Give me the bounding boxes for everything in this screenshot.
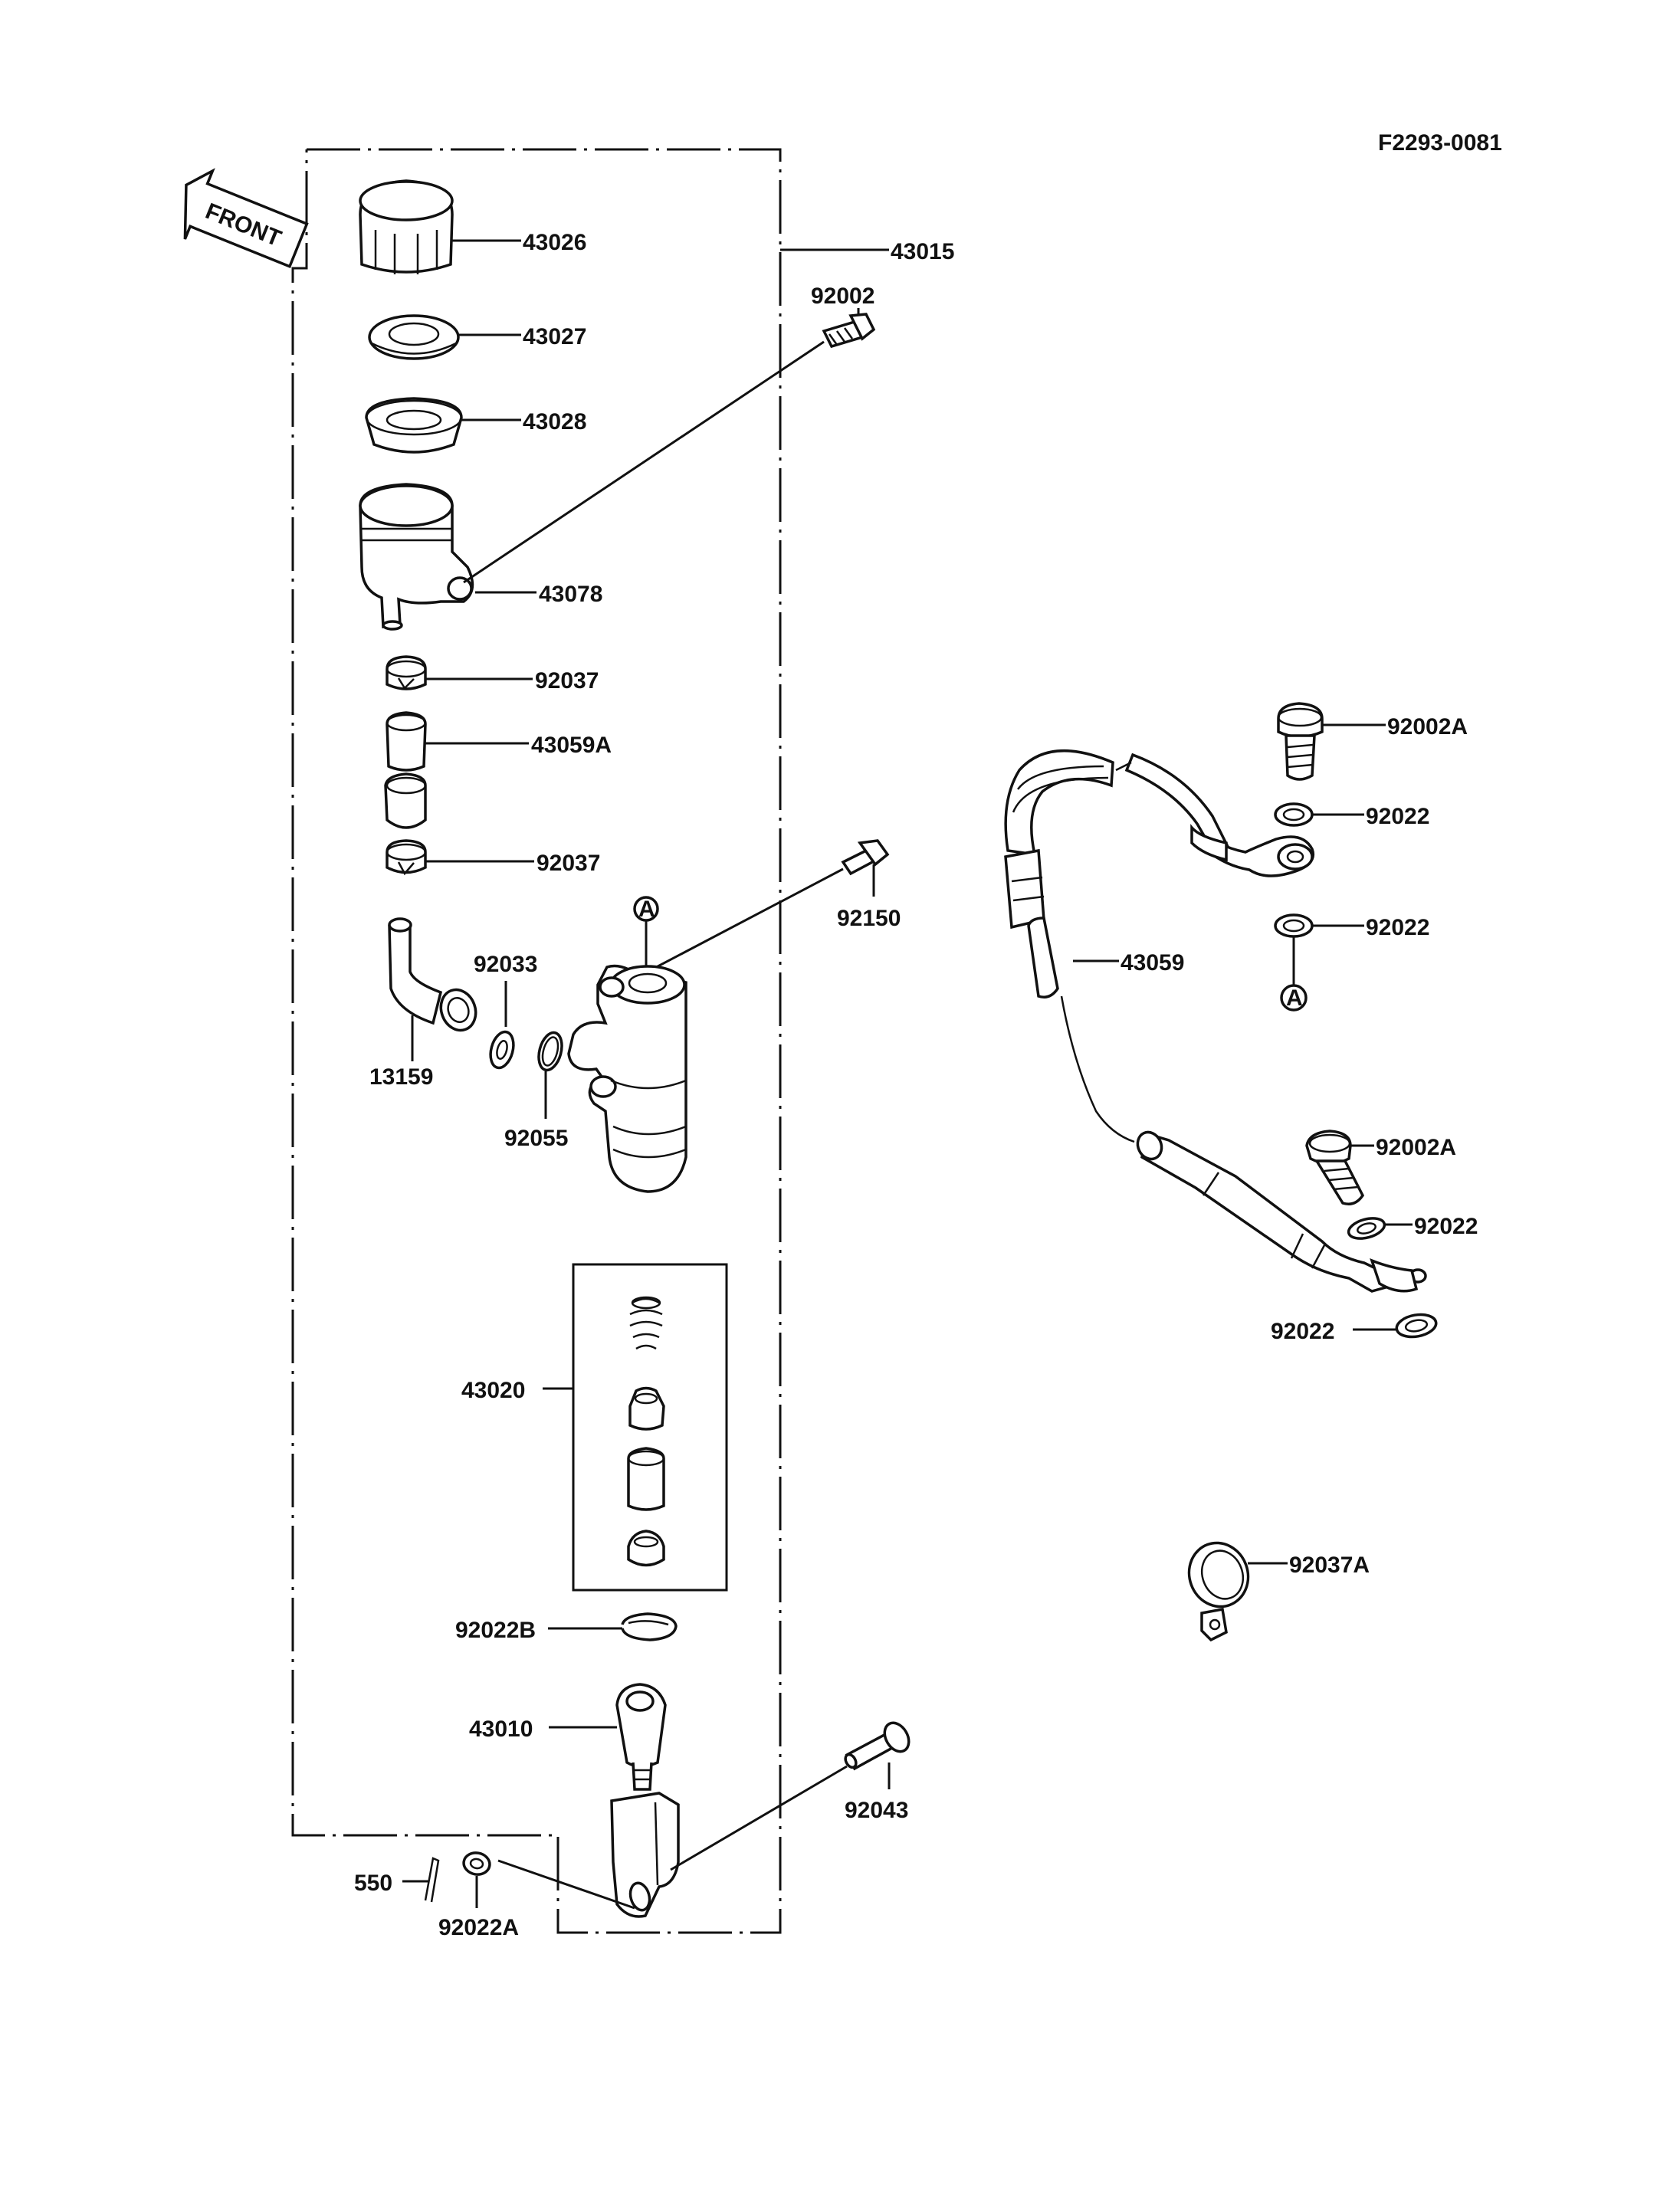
piston (627, 1447, 665, 1511)
label-92022-2: 92022 (1366, 915, 1429, 940)
front-arrow-icon: FRONT (183, 168, 309, 269)
cylinder-body (567, 964, 687, 1193)
diaphragm-43028 (365, 397, 463, 454)
label-43010: 43010 (469, 1717, 533, 1742)
banjo-bolt-92002A-lower (1305, 1130, 1365, 1205)
piston-kit-box (572, 1263, 728, 1592)
label-92022A: 92022A (438, 1915, 519, 1940)
label-92022-3: 92022 (1414, 1214, 1478, 1239)
label-92055: 92055 (504, 1126, 568, 1151)
brake-hose-43059 (1004, 749, 1427, 1293)
reservoir-43078 (359, 483, 474, 631)
label-43015: 43015 (891, 239, 954, 264)
bolt-92002 (822, 313, 876, 349)
circlip-92022B (621, 1612, 678, 1641)
cotter-pin-550 (424, 1857, 440, 1903)
label-92037A: 92037A (1289, 1553, 1370, 1578)
label-92037-lower: 92037 (536, 851, 600, 876)
label-92002A-lower: 92002A (1376, 1135, 1456, 1160)
clamp-92037-lower (386, 839, 427, 876)
washer-92022-3 (1347, 1217, 1386, 1240)
o-ring-92055 (537, 1031, 563, 1072)
clamp-92037-upper (386, 655, 427, 690)
label-43027: 43027 (523, 324, 586, 349)
label-92033: 92033 (474, 952, 537, 977)
reservoir-cap-43026 (359, 179, 454, 274)
secondary-cup (627, 1530, 665, 1567)
svg-text:A: A (638, 897, 655, 922)
label-550: 550 (354, 1871, 392, 1896)
clamp-92037A (1187, 1541, 1250, 1642)
pin-92043 (844, 1721, 911, 1771)
label-92043: 92043 (845, 1798, 908, 1823)
label-92022-1: 92022 (1366, 804, 1429, 829)
label-43059A: 43059A (531, 733, 612, 758)
hose-43059A (384, 711, 427, 829)
label-92150: 92150 (837, 906, 901, 931)
washer-92022-4 (1395, 1313, 1438, 1339)
fitting-13159 (388, 917, 477, 1032)
svg-text:A: A (1286, 985, 1303, 1011)
label-92002: 92002 (811, 284, 874, 309)
plate-43027 (368, 314, 460, 360)
label-43026: 43026 (523, 230, 586, 255)
label-92037-upper: 92037 (535, 668, 599, 694)
label-43020: 43020 (461, 1378, 525, 1403)
banjo-bolt-92002A-upper (1277, 702, 1324, 781)
washer-92022A (462, 1851, 491, 1876)
label-92022B: 92022B (455, 1618, 536, 1643)
reference-marker-a-left: A (633, 896, 659, 922)
label-92002A-upper: 92002A (1387, 714, 1468, 739)
label-43028: 43028 (523, 409, 586, 434)
bolt-92150 (841, 839, 890, 876)
banjo-fitting-upper (1205, 835, 1314, 877)
diagram-reference: F2293-0081 (1378, 130, 1502, 156)
spring (629, 1296, 663, 1350)
assembly-boundary (291, 148, 782, 1934)
washer-92022-2 (1274, 913, 1314, 938)
label-43059: 43059 (1121, 950, 1184, 976)
label-43078: 43078 (539, 582, 602, 607)
label-92022-4: 92022 (1271, 1319, 1334, 1344)
washer-92033 (489, 1030, 515, 1070)
primary-cup (628, 1386, 665, 1431)
push-rod-43010 (610, 1683, 680, 1918)
washer-92022-1 (1274, 802, 1314, 827)
label-13159: 13159 (369, 1064, 433, 1090)
reference-marker-a-right: A (1280, 984, 1308, 1012)
